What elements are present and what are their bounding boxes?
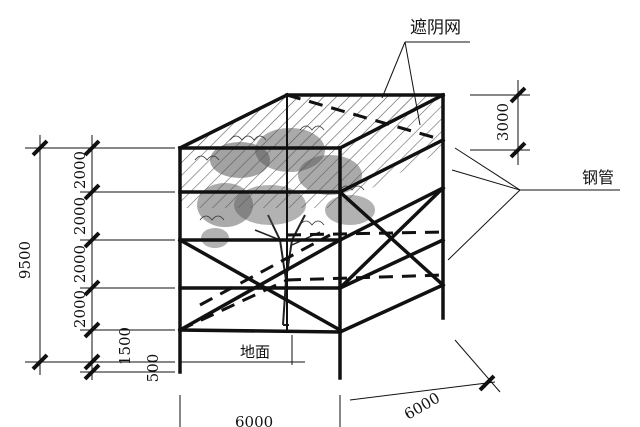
dim-tier-4: 2000 bbox=[71, 290, 89, 328]
bottom-dimensions bbox=[179, 339, 501, 427]
dim-depth: 6000 bbox=[401, 389, 443, 424]
shade-net-label: 遮阴网 bbox=[410, 18, 461, 38]
dim-1500: 1500 bbox=[116, 327, 134, 365]
dimension-ticks bbox=[31, 139, 101, 381]
watermark: 头条 @园林郎中 bbox=[503, 398, 605, 415]
dim-500: 500 bbox=[144, 354, 162, 383]
steel-pipe-label: 钢管 bbox=[582, 168, 614, 187]
dim-net-top: 3000 bbox=[494, 103, 512, 141]
ground-line bbox=[180, 335, 305, 365]
dim-width: 6000 bbox=[235, 413, 273, 427]
steel-pipe-frame bbox=[177, 92, 446, 380]
leader-lines bbox=[381, 41, 620, 261]
dim-total-height: 9500 bbox=[16, 241, 34, 279]
net-dimension-ticks bbox=[509, 86, 527, 159]
dim-tier-1: 2000 bbox=[71, 151, 89, 189]
bottom-dimension-ticks bbox=[478, 374, 496, 392]
ground-label: 地面 bbox=[240, 343, 270, 361]
dim-tier-3: 2000 bbox=[71, 245, 89, 283]
left-dimensions bbox=[25, 135, 175, 380]
dim-tier-2: 2000 bbox=[71, 197, 89, 235]
tree-illustration bbox=[194, 125, 375, 326]
hidden-members bbox=[179, 93, 444, 332]
